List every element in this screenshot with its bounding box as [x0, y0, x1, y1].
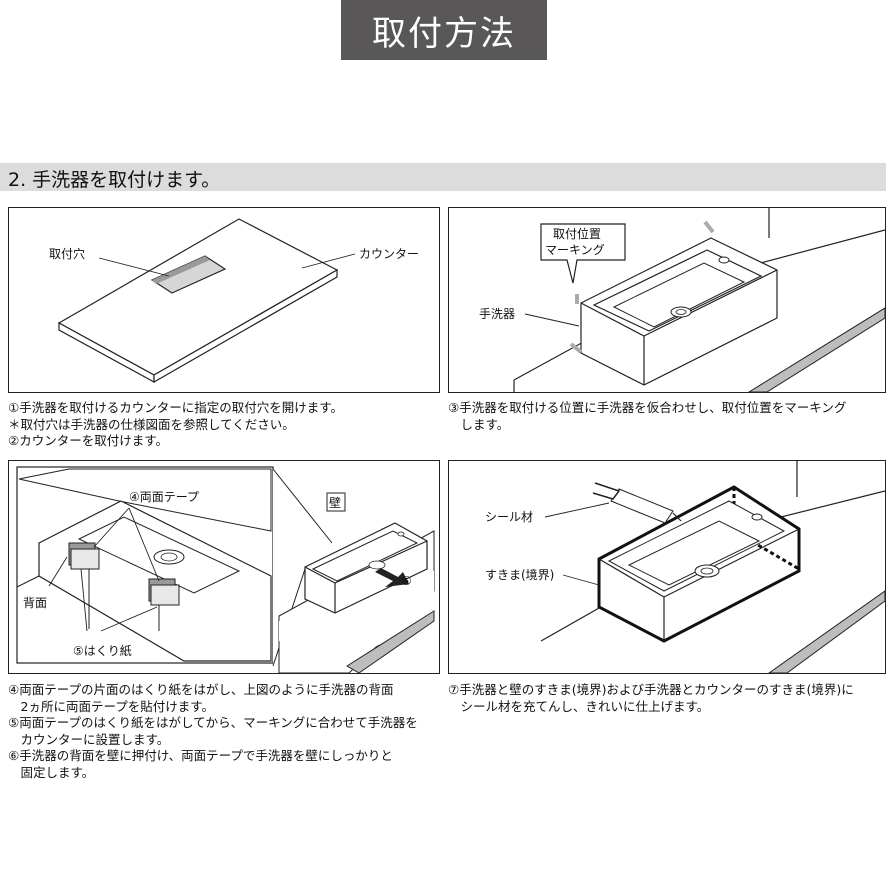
sealant-drawing: シール材 すきま(境界)	[485, 461, 885, 673]
caption-step3: ③手洗器を取付ける位置に手洗器を仮合わせし、取付位置をマーキング します。	[448, 400, 847, 432]
back-label: 背面	[23, 596, 47, 610]
paper-label: ⑤はくり紙	[73, 643, 132, 658]
step1-illustration: 取付穴 カウンター	[8, 207, 440, 393]
wall-label: 壁	[329, 495, 341, 510]
mark-label-line2: マーキング	[545, 243, 605, 257]
step4-illustration: ④両面テープ 背面 ⑤はくり紙 壁 ⑥	[8, 460, 440, 674]
step7-illustration: シール材 すきま(境界)	[448, 460, 886, 674]
hole-label: 取付穴	[49, 246, 85, 261]
mark-label-line1: 取付位置	[553, 226, 601, 241]
gap-label: すきま(境界)	[485, 567, 554, 582]
section-header: 2. 手洗器を取付けます。	[0, 163, 886, 191]
caption-step7: ⑦手洗器と壁のすきま(境界)および手洗器とカウンターのすきま(境界)に シール材…	[448, 682, 854, 714]
sealant-label: シール材	[485, 510, 533, 524]
page-title: 取付方法	[341, 0, 547, 60]
marking-drawing: 取付位置 マーキング 手洗器	[479, 208, 885, 392]
counter-drawing: 取付穴 カウンター	[49, 218, 419, 384]
step3-illustration: 取付位置 マーキング 手洗器	[448, 207, 886, 393]
caption-step4-6: ④両面テープの片面のはくり紙をはがし、上図のように手洗器の背面 2ヵ所に両面テー…	[8, 682, 418, 780]
step6-marker: ⑥	[401, 574, 412, 588]
counter-label: カウンター	[359, 247, 419, 261]
section-title: 2. 手洗器を取付けます。	[8, 169, 221, 191]
caption-step1: ①手洗器を取付けるカウンターに指定の取付穴を開けます。 ＊取付穴は手洗器の仕様図…	[8, 400, 343, 448]
tape-label: ④両面テープ	[129, 490, 199, 504]
sink-label: 手洗器	[479, 307, 515, 321]
tape-drawing: ④両面テープ 背面 ⑤はくり紙 壁 ⑥	[16, 466, 435, 673]
